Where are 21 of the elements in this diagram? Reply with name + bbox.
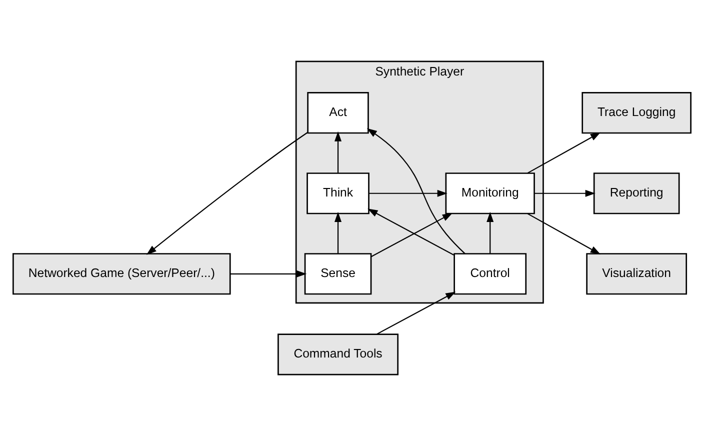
node-box: Networked Game (Server/Peer/...) [12,252,231,294]
node-box: Act [307,92,369,134]
node-box: Command Tools [278,333,399,375]
arrow [369,189,448,196]
node-box: Monitoring [445,172,535,214]
arrow [527,132,601,174]
arrow [376,291,456,334]
arrow [366,128,466,254]
arrow [334,211,342,253]
node-box: Sense [304,252,372,294]
arrow [527,212,601,254]
arrow [334,130,342,172]
node-box: Visualization [586,252,688,294]
node-box: Reporting [593,172,680,214]
node-box: Trace Logging [582,92,692,134]
arrow [534,189,596,196]
arrow [486,211,494,253]
arrow [146,131,308,254]
arrow [230,270,307,277]
node-box: Control [454,252,527,294]
node-box: Think [306,172,370,214]
